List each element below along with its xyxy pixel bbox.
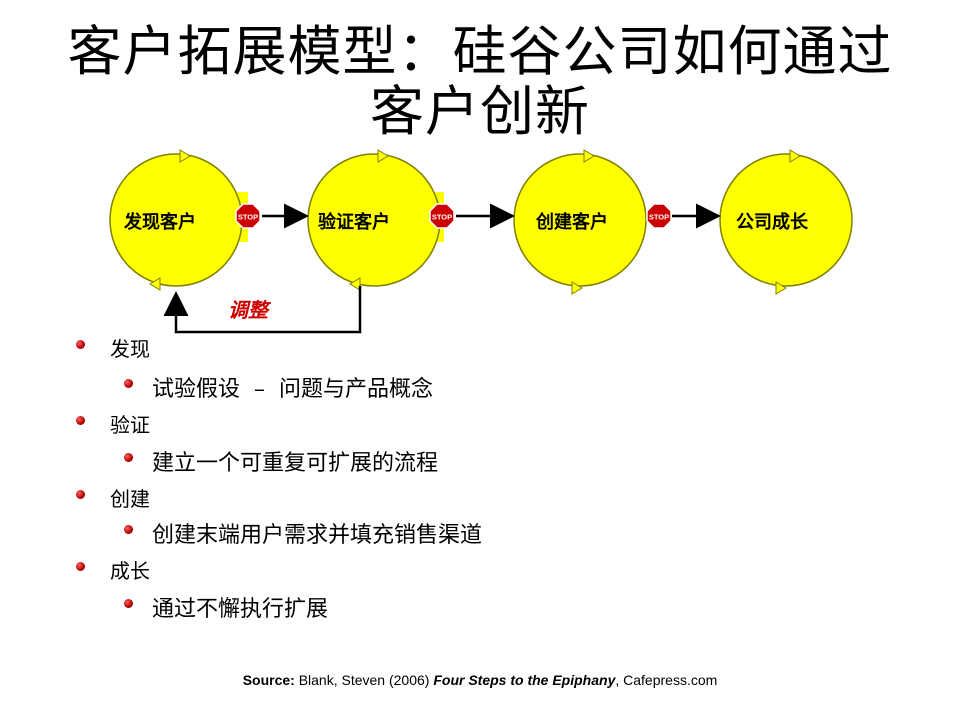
list-item-text: 创建末端用户需求并填充销售渠道 <box>152 523 483 548</box>
adjust-label: 调整 <box>228 298 268 322</box>
bullet-dot-icon <box>76 562 85 571</box>
list-item-text: 发现 <box>110 337 150 361</box>
list-item-text: 建立一个可重复可扩展的流程 <box>152 451 439 476</box>
stage-label-creation: 创建客户 <box>536 212 608 233</box>
stage-label-discovery: 发现客户 <box>124 212 196 233</box>
bullet-dot-icon <box>124 453 133 462</box>
stop-sign-icon: STOP <box>429 203 455 229</box>
customer-development-diagram: 发现客户 验证客户 创建客户 公司成长 STOP STOP STOP 调整 <box>0 140 960 350</box>
feedback-loop-arrow <box>163 286 362 334</box>
slide-title: 客户拓展模型：硅谷公司如何通过 客户创新 <box>0 22 960 142</box>
source-book-title: Four Steps to the Epiphany <box>433 672 616 688</box>
stop-sign-text: STOP <box>649 213 669 222</box>
source-citation: Source: Blank, Steven (2006) Four Steps … <box>0 672 960 688</box>
stage-label-validation: 验证客户 <box>318 212 390 233</box>
stage-label-growth: 公司成长 <box>736 212 808 233</box>
list-item-text: 验证 <box>110 413 150 437</box>
list-item-text: 创建 <box>110 487 150 511</box>
source-publisher: , Cafepress.com <box>615 672 718 688</box>
bullet-dot-icon <box>76 490 85 499</box>
bullet-dot-icon <box>124 525 133 534</box>
bullet-dot-icon <box>76 340 85 349</box>
stop-sign-icon: STOP <box>646 203 672 229</box>
source-author: Blank, Steven (2006) <box>294 672 434 688</box>
list-item-text: 成长 <box>110 559 150 583</box>
list-item-text: 试验假设 – 问题与产品概念 <box>152 377 433 402</box>
bullet-dot-icon <box>124 379 133 388</box>
title-line-1: 客户拓展模型：硅谷公司如何通过 <box>67 20 893 83</box>
bullet-dot-icon <box>124 599 133 608</box>
circle-direction-marks <box>149 149 801 295</box>
stop-sign-text: STOP <box>432 213 452 222</box>
title-line-2: 客户创新 <box>370 80 590 143</box>
bullet-dot-icon <box>76 416 85 425</box>
source-prefix: Source: <box>242 672 295 688</box>
stop-sign-text: STOP <box>238 213 258 222</box>
stop-sign-icon: STOP <box>235 203 261 229</box>
diagram-graphics <box>109 149 853 334</box>
list-item-text: 通过不懈执行扩展 <box>152 597 329 622</box>
